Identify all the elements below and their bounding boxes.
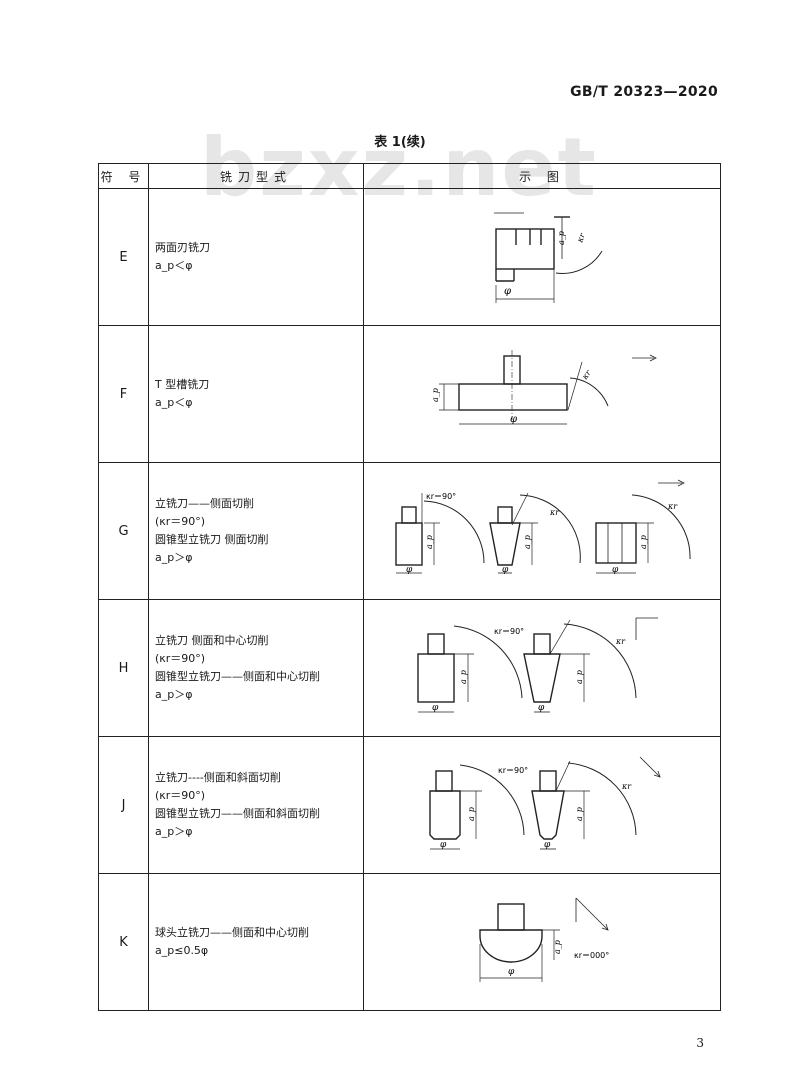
row-cutter-type: 两面刃铣刀 a_p＜φ — [148, 188, 364, 326]
phi-label: φ — [544, 840, 551, 850]
phi-label: φ — [504, 286, 511, 297]
ap-label: a_p — [425, 535, 434, 549]
row-symbol: E — [98, 188, 149, 326]
kr-label: κr — [549, 508, 560, 517]
type-line: a_p＞φ — [155, 551, 193, 564]
type-line: a_p＞φ — [155, 688, 193, 701]
kr-label: κr — [667, 502, 678, 511]
diagram-f: a_p κr φ — [363, 325, 721, 463]
table-row: H 立铣刀 侧面和中心切削 (κr＝90°) 圆锥型立铣刀——侧面和中心切削 a… — [98, 599, 721, 737]
ball-nose-end-mill-figure: a_p κr＝000° φ — [479, 897, 609, 982]
type-line: a_p＜φ — [155, 396, 193, 409]
ap-label: a_p — [467, 807, 476, 821]
phi-label: φ — [612, 565, 619, 575]
ap-label: a_p — [523, 535, 532, 549]
diagram-g: κr＝90° a_p φ a_p κr φ a_p κr φ — [363, 462, 721, 600]
row-cutter-type: 立铣刀 侧面和中心切削 (κr＝90°) 圆锥型立铣刀——侧面和中心切削 a_p… — [148, 599, 364, 737]
table-caption: 表 1(续) — [374, 135, 426, 150]
kr90-label: κr＝90° — [494, 627, 524, 636]
phi-label: φ — [432, 703, 439, 713]
row-symbol: H — [98, 599, 149, 737]
kr000-label: κr＝000° — [574, 951, 609, 960]
phi-label: φ — [508, 967, 515, 977]
end-mill-bevel-cutting-figure: κr＝90° a_p φ a_p κr φ — [429, 756, 661, 850]
type-line: a_p＞φ — [155, 825, 193, 838]
phi-label: φ — [510, 414, 517, 425]
ap-label: a_p — [639, 535, 648, 549]
type-line: 立铣刀 侧面和中心切削 — [155, 634, 269, 647]
type-line: (κr＝90°) — [155, 789, 206, 802]
diagram-h: κr＝90° a_p φ a_p κr φ — [363, 599, 721, 737]
kr-label: κr — [621, 782, 632, 791]
row-cutter-type: 立铣刀——侧面切削 (κr＝90°) 圆锥型立铣刀 侧面切削 a_p＞φ — [148, 462, 364, 600]
standard-number: GB/T 20323—2020 — [570, 84, 718, 100]
ap-label: a_p — [553, 940, 562, 954]
type-line: 球头立铣刀——侧面和中心切削 — [155, 926, 309, 939]
kr90-label: κr＝90° — [498, 766, 528, 775]
header-diagram: 示 图 — [363, 163, 721, 189]
row-cutter-type: T 型槽铣刀 a_p＜φ — [148, 325, 364, 463]
ap-label: a_p — [575, 807, 584, 821]
kr-label: κr — [615, 637, 626, 646]
row-cutter-type: 立铣刀----侧面和斜面切削 (κr＝90°) 圆锥型立铣刀——侧面和斜面切削 … — [148, 736, 364, 874]
type-line: 圆锥型立铣刀 侧面切削 — [155, 533, 269, 546]
kr-label: κr — [580, 368, 594, 382]
type-line: 圆锥型立铣刀——侧面和中心切削 — [155, 670, 320, 683]
ap-label: a_p — [431, 388, 440, 402]
type-line: 圆锥型立铣刀——侧面和斜面切削 — [155, 807, 320, 820]
row-symbol: K — [98, 873, 149, 1011]
phi-label: φ — [406, 565, 413, 575]
kr90-label: κr＝90° — [426, 492, 456, 501]
row-cutter-type: 球头立铣刀——侧面和中心切削 a_p≤0.5φ — [148, 873, 364, 1011]
row-symbol: G — [98, 462, 149, 600]
table-header-row: 符 号 铣刀型式 示 图 — [98, 163, 721, 189]
type-line: a_p＜φ — [155, 259, 193, 272]
diagram-k: a_p κr＝000° φ — [363, 873, 721, 1011]
ap-label: a_p — [557, 231, 566, 245]
type-line: 两面刃铣刀 — [155, 241, 210, 254]
end-mill-center-cutting-figure: κr＝90° a_p φ a_p κr φ — [417, 617, 658, 713]
table-row: G 立铣刀——侧面切削 (κr＝90°) 圆锥型立铣刀 侧面切削 a_p＞φ — [98, 462, 721, 600]
table-row: F T 型槽铣刀 a_p＜φ — [98, 325, 721, 463]
type-line: 立铣刀——侧面切削 — [155, 497, 254, 510]
diagram-j: κr＝90° a_p φ a_p κr φ — [363, 736, 721, 874]
table-row: J 立铣刀----侧面和斜面切削 (κr＝90°) 圆锥型立铣刀——侧面和斜面切… — [98, 736, 721, 874]
table-row: E 两面刃铣刀 a_p＜φ — [98, 188, 721, 326]
ap-label: a_p — [459, 670, 468, 684]
t-slot-cutter-figure: a_p κr φ — [431, 350, 657, 425]
end-mill-figure: κr＝90° a_p φ a_p κr φ a_p κr φ — [395, 479, 691, 575]
table-row: K 球头立铣刀——侧面和中心切削 a_p≤0.5φ — [98, 873, 721, 1011]
kr-label: κr — [575, 231, 587, 245]
ap-label: a_p — [575, 670, 584, 684]
page-number: 3 — [696, 1036, 704, 1050]
header-cutter-type: 铣刀型式 — [148, 163, 364, 189]
diagram-e: a_p κr φ — [363, 188, 721, 326]
type-line: T 型槽铣刀 — [155, 378, 210, 391]
phi-label: φ — [538, 703, 545, 713]
type-line: a_p≤0.5φ — [155, 944, 209, 957]
row-symbol: J — [98, 736, 149, 874]
header-symbol: 符 号 — [98, 163, 149, 189]
phi-label: φ — [440, 840, 447, 850]
phi-label: φ — [502, 565, 509, 575]
type-line: (κr＝90°) — [155, 652, 206, 665]
type-line: (κr＝90°) — [155, 515, 206, 528]
cutter-type-table: 符 号 铣刀型式 示 图 E 两面刃铣刀 a_p＜φ — [98, 163, 721, 1011]
side-face-cutter-figure: a_p κr φ — [494, 212, 603, 303]
type-line: 立铣刀----侧面和斜面切削 — [155, 771, 281, 784]
row-symbol: F — [98, 325, 149, 463]
